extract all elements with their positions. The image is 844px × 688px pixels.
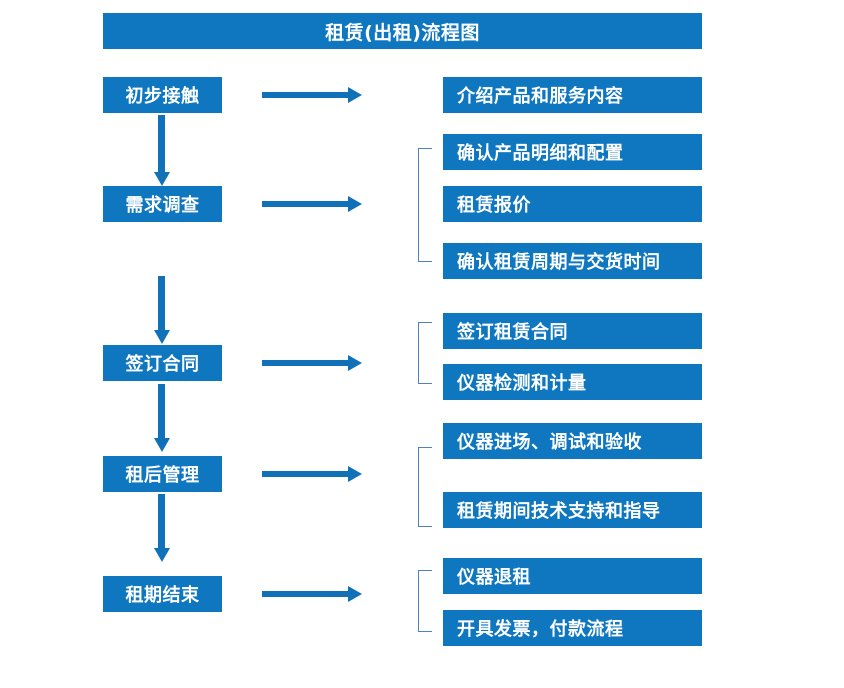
- detail-box-7[interactable]: 仪器进场、调试和验收: [443, 423, 702, 459]
- detail-box-6[interactable]: 仪器检测和计量: [443, 364, 702, 400]
- arrow-right-icon-2: [262, 201, 349, 207]
- arrow-right-icon-5: [262, 591, 349, 597]
- arrow-down-icon-4: [158, 494, 165, 549]
- detail-box-2[interactable]: 确认产品明细和配置: [443, 134, 702, 170]
- detail-box-5[interactable]: 签订租赁合同: [443, 313, 702, 349]
- arrow-right-icon-4: [262, 471, 349, 477]
- arrow-down-icon-1: [158, 115, 165, 173]
- arrow-down-icon-3: [158, 384, 165, 439]
- detail-box-8[interactable]: 租赁期间技术支持和指导: [443, 492, 702, 528]
- diagram-title: 租赁(出租)流程图: [103, 13, 702, 49]
- detail-box-4[interactable]: 确认租赁周期与交货时间: [443, 243, 702, 279]
- arrow-right-icon-3: [262, 360, 349, 366]
- group-bracket-2: [418, 148, 432, 262]
- detail-box-10[interactable]: 开具发票，付款流程: [443, 610, 702, 646]
- detail-box-1[interactable]: 介绍产品和服务内容: [443, 77, 702, 113]
- stage-box-5[interactable]: 租期结束: [103, 576, 222, 612]
- detail-box-3[interactable]: 租赁报价: [443, 186, 702, 222]
- detail-box-9[interactable]: 仪器退租: [443, 558, 702, 594]
- stage-box-2[interactable]: 需求调查: [103, 186, 222, 222]
- stage-box-1[interactable]: 初步接触: [103, 77, 222, 113]
- arrow-right-icon-1: [262, 92, 349, 98]
- group-bracket-5: [418, 570, 432, 632]
- arrow-down-icon-2: [158, 276, 165, 331]
- stage-box-4[interactable]: 租后管理: [103, 456, 222, 492]
- group-bracket-4: [418, 447, 432, 527]
- group-bracket-3: [418, 322, 432, 384]
- stage-box-3[interactable]: 签订合同: [103, 345, 222, 381]
